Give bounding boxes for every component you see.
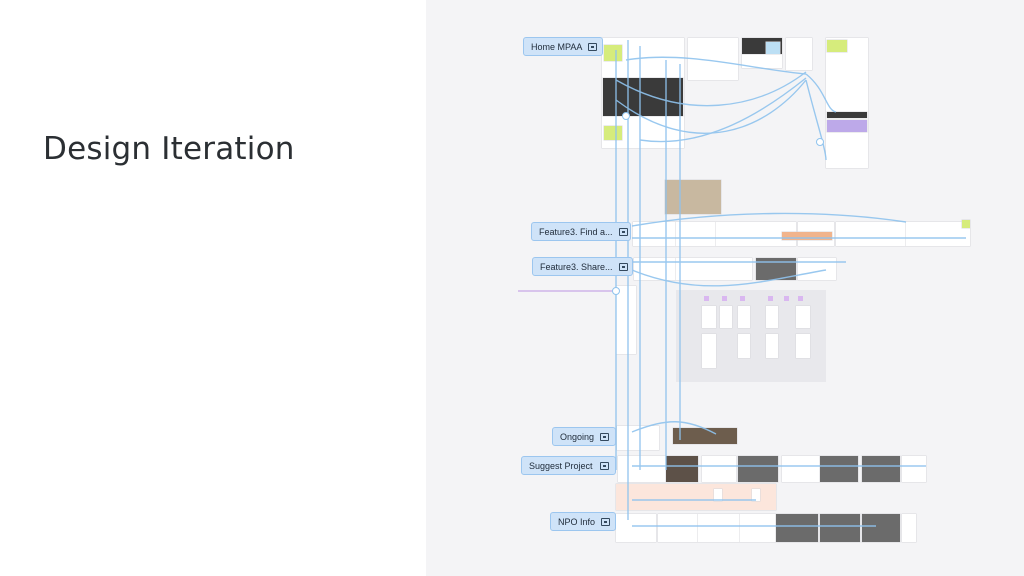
section-label-npo[interactable]: NPO Info	[550, 512, 616, 531]
connector-handle[interactable]	[816, 138, 824, 146]
npo-frame-3[interactable]	[698, 514, 740, 542]
suggest-frame-3[interactable]	[702, 456, 736, 482]
feature-share-frame-3[interactable]	[756, 258, 796, 280]
section-label-text: Home MPAA	[531, 41, 583, 52]
connector-handle[interactable]	[612, 287, 620, 295]
slide-title: Design Iteration	[43, 131, 295, 167]
flow-card	[714, 489, 722, 501]
board-card	[738, 334, 750, 358]
section-label-suggest[interactable]: Suggest Project	[521, 456, 616, 475]
suggest-frame-4[interactable]	[738, 456, 778, 482]
connector-handle[interactable]	[622, 112, 630, 120]
sticky-note[interactable]	[704, 296, 709, 301]
sticky-note[interactable]	[798, 296, 803, 301]
photo-collage	[665, 180, 721, 214]
feature-find-frame-6[interactable]	[906, 222, 970, 246]
feature-find-marker	[962, 220, 970, 228]
design-canvas[interactable]: Home MPAA Feature3. Find a... Feature3. …	[426, 0, 1024, 576]
section-label-text: Ongoing	[560, 431, 595, 442]
home-frame-3-accent	[766, 42, 780, 54]
flow-section-peach[interactable]	[616, 484, 776, 510]
feature-share-frame-4[interactable]	[798, 258, 836, 280]
home-frame-5-dark	[827, 112, 867, 118]
ongoing-frame-2[interactable]	[673, 428, 737, 444]
suggest-frame-2[interactable]	[666, 456, 698, 482]
board-card	[702, 334, 716, 368]
home-frame-5-accent-2	[827, 120, 867, 132]
section-label-ongoing[interactable]: Ongoing	[552, 427, 616, 446]
board-card	[796, 334, 810, 358]
frame-icon	[588, 42, 598, 51]
suggest-frame-1[interactable]	[618, 456, 666, 482]
section-label-feature-find[interactable]: Feature3. Find a...	[531, 222, 631, 241]
section-label-text: Feature3. Share...	[540, 261, 613, 272]
frame-icon	[618, 262, 628, 271]
frame-icon	[601, 517, 611, 526]
section-label-text: Suggest Project	[529, 460, 593, 471]
npo-frame-7[interactable]	[862, 514, 900, 542]
flow-card	[752, 489, 760, 501]
sticky-note[interactable]	[740, 296, 745, 301]
npo-frame-5[interactable]	[776, 514, 818, 542]
home-frame-1-accent-2	[604, 126, 622, 140]
npo-frame-1[interactable]	[616, 514, 656, 542]
board-card	[738, 306, 750, 328]
section-label-text: NPO Info	[558, 516, 596, 527]
npo-frame-6[interactable]	[820, 514, 860, 542]
board-card	[702, 306, 716, 328]
npo-frame-2[interactable]	[658, 514, 698, 542]
suggest-frame-7[interactable]	[862, 456, 900, 482]
frame-icon	[600, 432, 610, 441]
board-card	[720, 306, 732, 328]
sticky-note[interactable]	[768, 296, 773, 301]
npo-frame-8[interactable]	[902, 514, 916, 542]
npo-frame-4[interactable]	[740, 514, 776, 542]
feature-share-frame-2[interactable]	[676, 258, 752, 280]
board-card	[796, 306, 810, 328]
notes-column[interactable]	[616, 286, 636, 354]
suggest-frame-5[interactable]	[782, 456, 822, 482]
section-label-text: Feature3. Find a...	[539, 226, 613, 237]
section-label-feature-share[interactable]: Feature3. Share...	[532, 257, 633, 276]
home-frame-5[interactable]	[826, 38, 868, 168]
frame-icon	[600, 461, 609, 470]
home-frame-5-accent	[827, 40, 847, 52]
sticky-note[interactable]	[784, 296, 789, 301]
suggest-frame-8[interactable]	[902, 456, 926, 482]
section-label-home[interactable]: Home MPAA	[523, 37, 603, 56]
suggest-frame-6[interactable]	[820, 456, 858, 482]
home-frame-1-accent	[604, 45, 622, 61]
sticky-note[interactable]	[722, 296, 727, 301]
board-card	[766, 334, 778, 358]
board-card	[766, 306, 778, 328]
frame-icon	[618, 227, 628, 236]
feature-find-frame-5[interactable]	[836, 222, 906, 246]
home-frame-4[interactable]	[786, 38, 812, 70]
feature-find-highlight	[782, 232, 832, 240]
prototype-connections	[518, 40, 966, 527]
